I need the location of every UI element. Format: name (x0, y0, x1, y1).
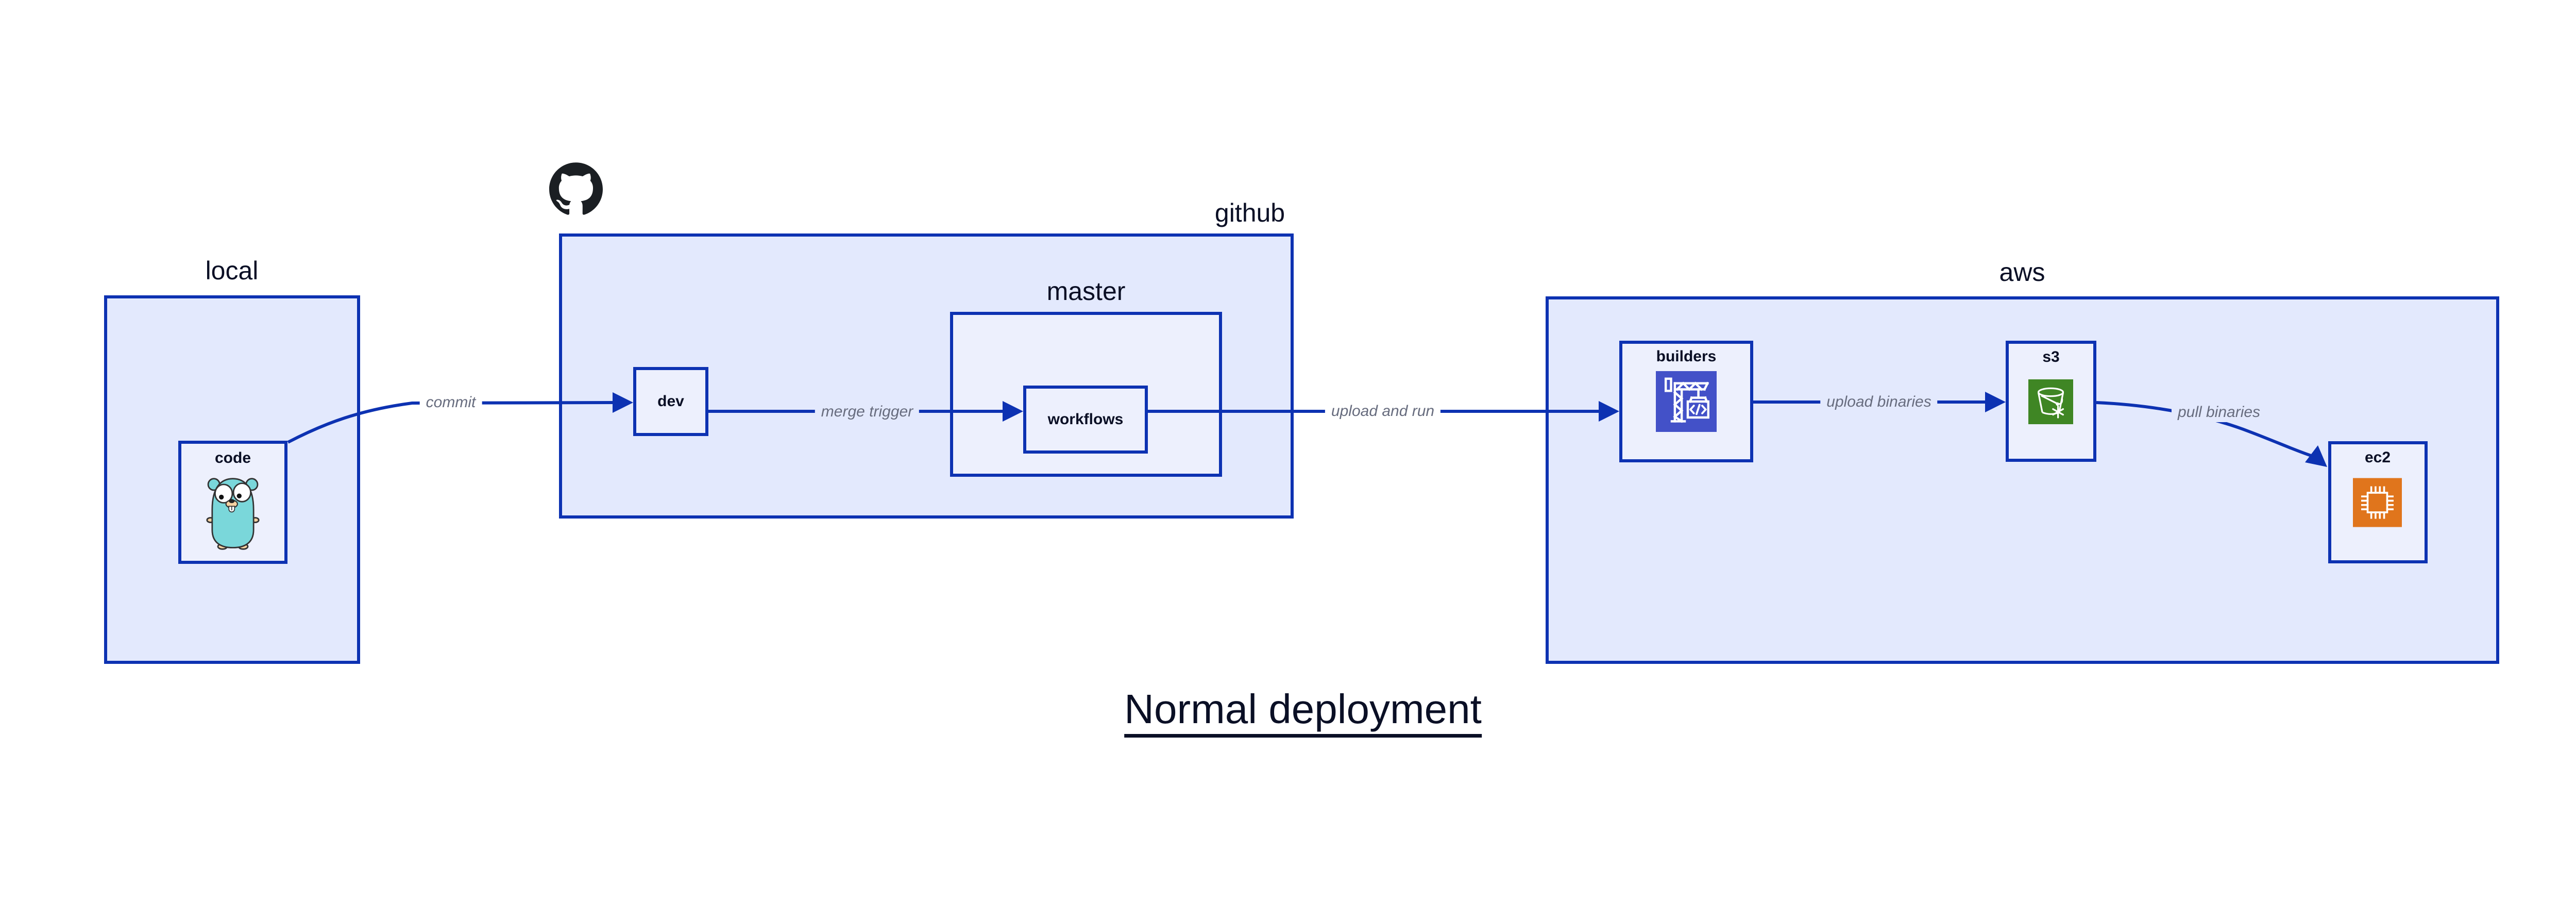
diagram-title: Normal deployment (1124, 689, 1482, 738)
edge-pull-binaries (2096, 401, 2313, 458)
aws-codebuild-icon (1656, 371, 1717, 432)
label-builders: builders (1656, 348, 1717, 365)
label-workflows: workflows (1047, 411, 1124, 428)
arrowhead-into-s3 (1985, 392, 2006, 412)
arrowhead-into-ec2 (2305, 445, 2327, 467)
edge-commit (287, 401, 613, 444)
edge-label-upload-and-run: upload and run (1325, 402, 1441, 421)
edge-label-pull-binaries: pull binaries (2171, 403, 2267, 422)
label-local: local (205, 256, 259, 285)
node-workflows (1023, 386, 1148, 454)
arrowhead-into-builders (1599, 401, 1619, 422)
edge-label-merge-trigger: merge trigger (815, 402, 920, 422)
github-octocat-icon (549, 162, 603, 215)
arrowhead-into-dev (613, 392, 633, 413)
label-dev: dev (657, 393, 684, 410)
label-aws: aws (1999, 258, 2045, 287)
label-github: github (1214, 198, 1285, 227)
aws-s3-glacier-icon (2028, 379, 2073, 424)
label-s3: s3 (2042, 348, 2060, 365)
label-ec2: ec2 (2364, 449, 2391, 466)
arrowhead-into-workflows (1003, 401, 1023, 422)
node-dev (633, 367, 708, 436)
label-master: master (1046, 277, 1126, 306)
go-gopher-icon (206, 478, 260, 550)
edge-label-upload-binaries: upload binaries (1820, 392, 1938, 412)
label-code: code (214, 449, 251, 466)
aws-ec2-icon (2353, 478, 2402, 527)
edge-label-commit: commit (419, 393, 482, 412)
